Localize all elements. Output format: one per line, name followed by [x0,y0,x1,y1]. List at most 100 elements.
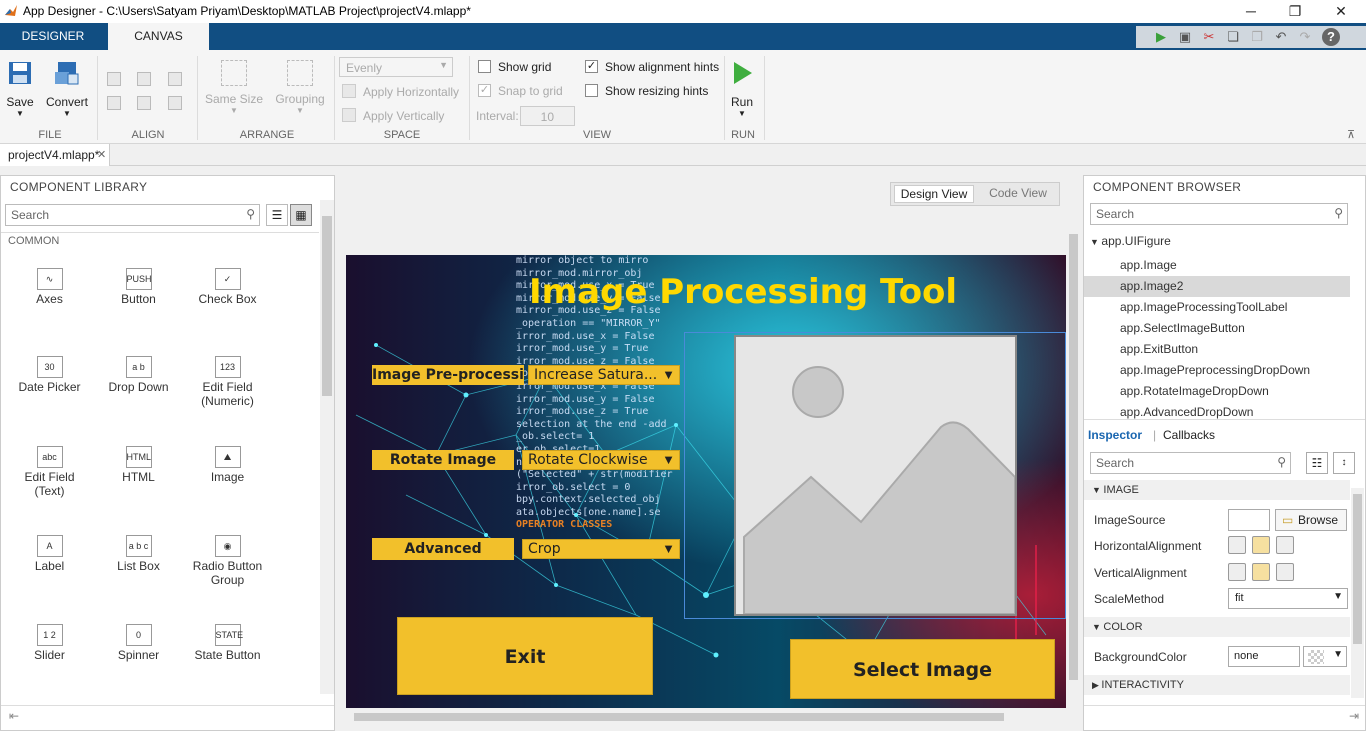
collapse-right-icon[interactable]: ⇥ [1348,709,1359,723]
inspector-search-input[interactable]: Search⚲ [1090,452,1291,474]
list-view-icon[interactable]: ☰ [266,204,288,226]
help-icon[interactable]: ? [1322,28,1340,46]
preprocessing-dropdown[interactable]: Increase Satura... ▼ [528,365,680,385]
grid-view-icon[interactable]: ▦ [290,204,312,226]
tree-item[interactable]: app.ExitButton [1120,342,1199,356]
show-grid-checkbox[interactable] [478,60,491,73]
align-left-icon[interactable] [107,72,121,86]
library-scrollbar[interactable] [320,200,334,694]
align-middle-icon[interactable] [1252,563,1270,581]
canvas-vertical-scrollbar[interactable] [1067,230,1080,708]
snap-to-grid-checkbox[interactable]: ✓ [478,84,491,97]
align-top-icon[interactable] [1228,563,1246,581]
image-source-field[interactable] [1228,509,1270,531]
library-search-input[interactable]: Search⚲ [5,204,260,226]
app-title[interactable]: Image Processing Tool [529,272,958,312]
browser-search-input[interactable]: Search⚲ [1090,203,1348,225]
copy-icon[interactable]: ❏ [1227,29,1239,44]
rotate-image-dropdown[interactable]: Rotate Clockwise ▼ [522,450,680,470]
align-top-icon[interactable] [107,96,121,110]
run-button[interactable]: Run ▼ [728,60,756,118]
align-bottom-icon[interactable] [168,96,182,110]
cut-icon[interactable]: ✂ [1203,29,1215,44]
align-center-icon[interactable] [137,72,151,86]
callbacks-tab[interactable]: Callbacks [1163,428,1216,442]
align-left-icon[interactable] [1228,536,1246,554]
apply-horizontally-button[interactable]: Apply Horizontally [363,85,460,99]
exit-button[interactable]: Exit [397,617,653,695]
component-check-box[interactable]: ✓Check Box [183,268,272,306]
tab-canvas[interactable]: CANVAS [108,23,209,50]
apply-vertically-button[interactable]: Apply Vertically [363,109,445,123]
save-icon[interactable]: ▣ [1178,29,1192,44]
tree-item[interactable]: app.RotateImageDropDown [1120,384,1269,398]
same-size-icon [221,60,247,86]
align-bottom-icon[interactable] [1276,563,1294,581]
close-window-button[interactable]: ✕ [1335,3,1347,19]
spacing-dropdown[interactable]: Evenly▼ [339,57,453,77]
grouping-button[interactable]: Grouping ▼ [270,60,330,115]
image-placeholder[interactable] [734,335,1017,616]
align-center-icon[interactable] [1252,536,1270,554]
component-axes[interactable]: ∿Axes [5,268,94,306]
tree-item[interactable]: app.ImageProcessingToolLabel [1120,300,1288,314]
undo-icon[interactable]: ↶ [1275,29,1287,44]
align-middle-icon[interactable] [137,96,151,110]
interactivity-section-header[interactable]: ▶ INTERACTIVITY [1084,675,1350,695]
code-view-tab[interactable]: Code View [989,186,1047,200]
color-section-header[interactable]: ▼ COLOR [1084,617,1350,637]
tab-designer[interactable]: DESIGNER [21,29,85,43]
design-view-tab[interactable]: Design View [894,185,974,203]
sort-alpha-icon[interactable]: ↕ [1333,452,1355,474]
same-size-button[interactable]: Same Size ▼ [204,60,264,115]
maximize-button[interactable]: ❐ [1288,3,1302,19]
group-view-icon[interactable]: ☷ [1306,452,1328,474]
component-image[interactable]: ⛰Image [183,446,272,484]
collapse-ribbon-icon[interactable]: ⊼ [1347,129,1356,141]
scale-method-dropdown[interactable]: fit▼ [1228,588,1348,609]
collapse-left-icon[interactable]: ⇤ [9,709,20,723]
close-tab-icon[interactable]: ✕ [97,149,107,161]
background-color-field[interactable]: none [1228,646,1300,667]
advanced-dropdown[interactable]: Crop ▼ [522,539,680,559]
code-line: mirror_mod.use_z = False [516,305,661,317]
align-right-icon[interactable] [168,72,182,86]
paste-icon[interactable]: ❐ [1251,29,1263,44]
tree-item[interactable]: app.AdvancedDropDown [1120,405,1254,419]
save-button[interactable]: Save ▼ [6,60,34,118]
color-picker-button[interactable]: ▼ [1303,646,1347,667]
select-image-button[interactable]: Select Image [790,639,1055,699]
tree-root[interactable]: ▼ app.UIFigure [1090,234,1171,248]
image-section-header[interactable]: ▼ IMAGE [1084,480,1350,500]
interval-spinner[interactable]: 10 [520,106,575,126]
component-radio-button[interactable]: ◉Radio Button Group [183,535,272,587]
inspector-tab[interactable]: Inspector [1088,428,1143,442]
canvas-horizontal-scrollbar[interactable] [346,710,1066,724]
run-icon[interactable]: ▶ [1156,29,1166,44]
browse-button[interactable]: ▭Browse [1275,509,1347,531]
tree-item[interactable]: app.Image2 [1084,276,1350,297]
tree-item[interactable]: app.ImagePreprocessingDropDown [1120,363,1311,377]
inspector-scrollbar[interactable] [1351,488,1364,698]
redo-icon[interactable]: ↷ [1299,29,1311,44]
tree-item[interactable]: app.SelectImageButton [1120,321,1245,335]
file-tab[interactable]: projectV4.mlapp*✕ [0,144,110,166]
convert-button[interactable]: Convert ▼ [44,60,90,118]
align-right-icon[interactable] [1276,536,1294,554]
show-resizing-hints-checkbox[interactable] [585,84,598,97]
minimize-button[interactable]: ─ [1246,3,1256,19]
show-alignment-hints-checkbox[interactable]: ✓ [585,60,598,73]
tree-item[interactable]: app.Image [1120,258,1177,272]
